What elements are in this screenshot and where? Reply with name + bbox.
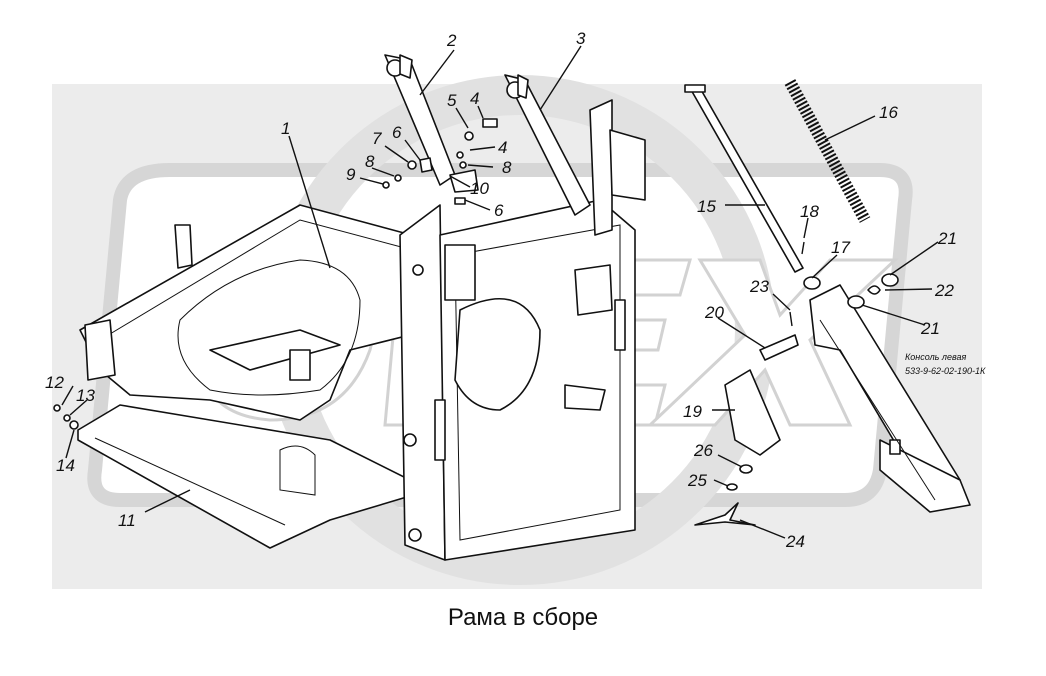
- arm-3-part: [504, 74, 591, 216]
- callout-15: 15: [697, 197, 716, 216]
- callout-22: 22: [934, 281, 954, 300]
- callout-26: 26: [693, 441, 713, 460]
- callout-25: 25: [687, 471, 707, 490]
- callout-20: 20: [704, 303, 724, 322]
- callout-24: 24: [785, 532, 805, 551]
- rod-15-part: [684, 84, 804, 273]
- console-note-line1: Консоль левая: [905, 352, 966, 362]
- callout-14: 14: [56, 456, 75, 475]
- callout-8b: 8: [502, 158, 512, 177]
- callout-4b: 4: [498, 138, 507, 157]
- bracket-19-part: [724, 369, 781, 456]
- callout-13: 13: [76, 386, 95, 405]
- callout-21: 21: [937, 229, 957, 248]
- callout-19: 19: [683, 402, 702, 421]
- small-parts: [694, 241, 899, 526]
- callout-1: 1: [281, 119, 290, 138]
- callout-12: 12: [45, 373, 64, 392]
- console-note-line2: 533-9-62-02-190-1К: [905, 366, 986, 376]
- main-frame-part: [79, 204, 431, 421]
- upright-frame-part: [399, 99, 646, 561]
- console-left-part: [809, 284, 971, 513]
- callout-21b: 21: [920, 319, 940, 338]
- callout-3: 3: [576, 29, 586, 48]
- arm-2-part: [384, 54, 456, 186]
- callout-4: 4: [470, 89, 479, 108]
- callout-11: 11: [118, 511, 136, 530]
- callout-6b: 6: [494, 201, 504, 220]
- base-plate-part: [77, 404, 431, 549]
- callout-labels: 1 2 3 4 4 5 6 6 7 8 8 9 10 11 12 13 14 1…: [45, 29, 957, 551]
- diagram-caption: Рама в сборе: [447, 604, 599, 631]
- callout-5: 5: [447, 91, 457, 110]
- callout-23: 23: [749, 277, 769, 296]
- callout-9: 9: [346, 165, 356, 184]
- leader-lines: [61, 45, 939, 539]
- callout-7: 7: [372, 129, 382, 148]
- hardware-cluster: [53, 118, 498, 430]
- callout-10: 10: [470, 179, 489, 198]
- callout-18: 18: [800, 202, 819, 221]
- callout-2: 2: [446, 31, 457, 50]
- callout-16: 16: [879, 103, 898, 122]
- callout-6: 6: [392, 123, 402, 142]
- callout-8: 8: [365, 152, 375, 171]
- callout-17: 17: [831, 238, 850, 257]
